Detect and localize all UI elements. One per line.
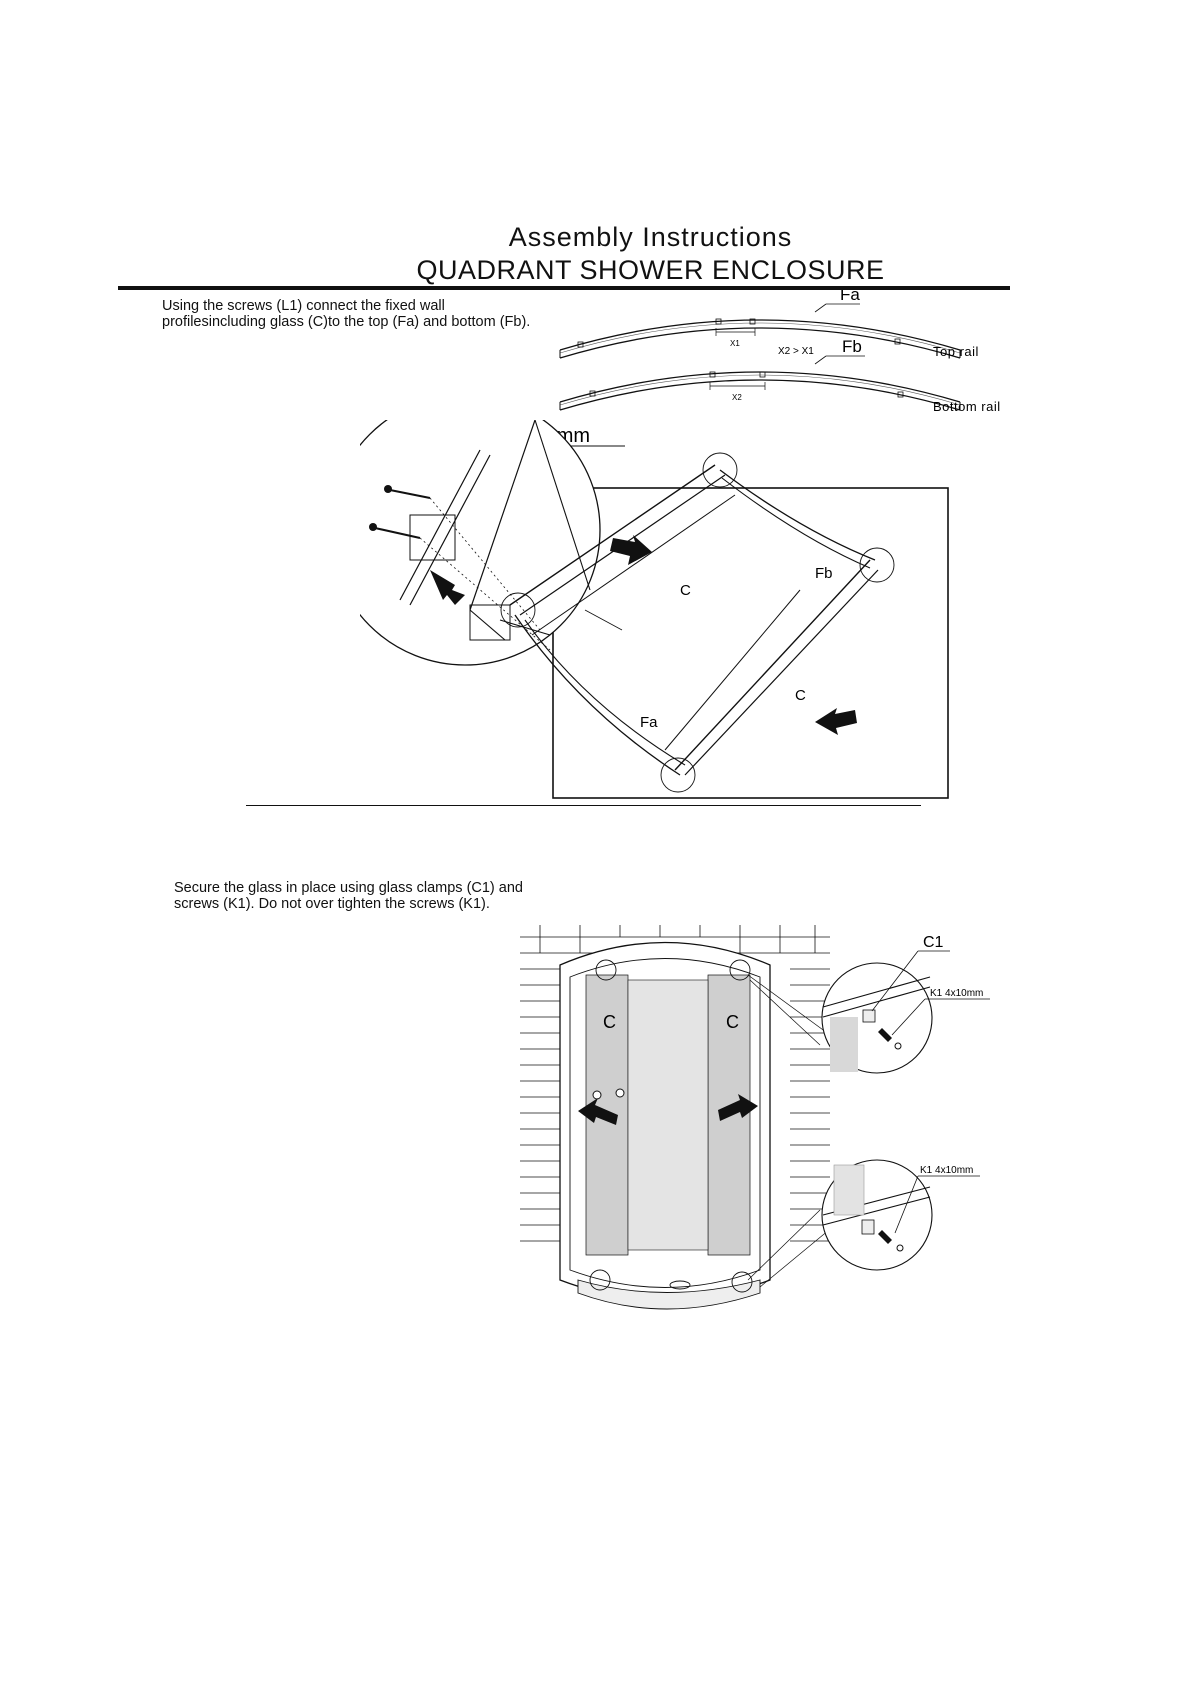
frame-panels	[500, 452, 895, 793]
compare-label: X2 > X1	[778, 346, 814, 357]
section-divider	[246, 805, 921, 806]
frame-glass-label-1: C	[680, 582, 691, 599]
arrow-right	[718, 1094, 758, 1121]
page-subtitle: QUADRANT SHOWER ENCLOSURE	[416, 255, 885, 285]
frame-assembly-diagram: L1 4x55 mm	[360, 420, 949, 799]
screw-label-bottom: K1 4x10mm	[920, 1165, 973, 1176]
arrow-left	[578, 1098, 618, 1125]
enclosure-diagram: C C C1 K1 4x10mm K1 4x10mm	[520, 925, 990, 1310]
frame-glass-label-2: C	[795, 687, 806, 704]
step1-instructions: Using the screws (L1) connect the fixed …	[162, 298, 531, 330]
header-divider	[118, 286, 1010, 290]
screw-detail	[369, 420, 623, 651]
glass-label-right: C	[726, 1012, 739, 1032]
push-arrow-right	[815, 708, 857, 735]
fb-rail-label: Fb	[842, 337, 862, 356]
x2-label: X2	[732, 393, 742, 402]
rails-diagram: X1 X2 > X1 Fa Fb Top rail X2 Bottom rail	[559, 290, 1001, 414]
page-title: Assembly Instructions	[508, 222, 793, 252]
x1-label: X1	[730, 339, 740, 348]
screw-label-top: K1 4x10mm	[930, 988, 983, 999]
frame-fa-label: Fa	[640, 714, 658, 731]
frame-fb-label: Fb	[815, 565, 833, 582]
fa-rail-label: Fa	[840, 290, 860, 304]
step2-instructions: Secure the glass in place using glass cl…	[174, 880, 523, 912]
top-rail-label: Top rail	[933, 344, 979, 359]
push-arrow-left	[610, 535, 652, 565]
clamp-label: C1	[923, 934, 944, 951]
glass-label-left: C	[603, 1012, 616, 1032]
bottom-rail-label: Bottom rail	[933, 399, 1001, 414]
